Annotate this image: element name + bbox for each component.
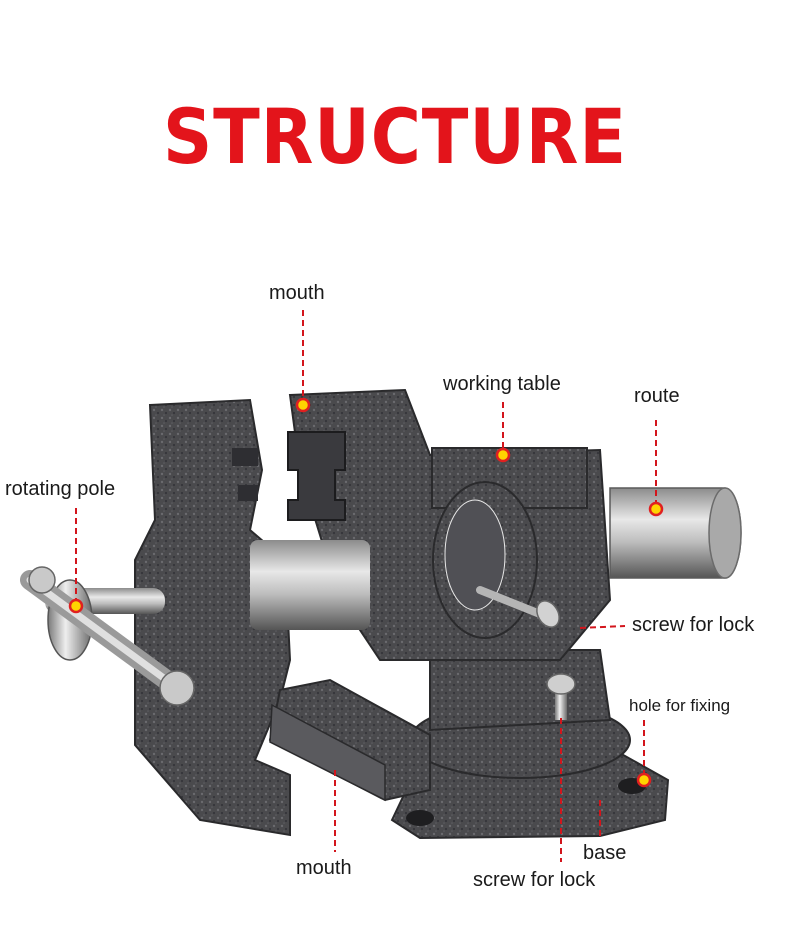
vise-base (390, 649, 670, 840)
pipe-jaw-teeth (287, 431, 346, 521)
dot-hole-fixing (636, 772, 652, 788)
page-title: STRUCTURE (162, 92, 628, 181)
dot-route (648, 501, 664, 517)
label-working-table: working table (443, 373, 561, 395)
label-base: base (583, 842, 627, 864)
label-mouth-top: mouth (269, 282, 325, 304)
side-lock-screw (476, 586, 560, 628)
dot-mouth-top (295, 397, 311, 413)
leader-screw-lock-right (579, 625, 626, 629)
label-route: route (634, 385, 680, 407)
base-lock-screw (546, 673, 576, 720)
label-rotating-pole: rotating pole (5, 478, 116, 500)
front-jaw (134, 398, 292, 837)
marker-dots (68, 397, 664, 788)
dot-working-table (495, 447, 511, 463)
label-screw-for-lock-right: screw for lock (632, 614, 755, 636)
rotating-pole-handle (20, 566, 195, 706)
label-hole-for-fixing: hole for fixing (629, 696, 731, 715)
label-mouth-bottom: mouth (296, 857, 352, 879)
dot-rotating-pole (68, 598, 84, 614)
label-screw-for-lock-bottom: screw for lock (473, 869, 596, 891)
lower-jaw-plate (268, 678, 431, 802)
leader-lines (75, 310, 657, 862)
main-screw-bar (250, 487, 742, 630)
